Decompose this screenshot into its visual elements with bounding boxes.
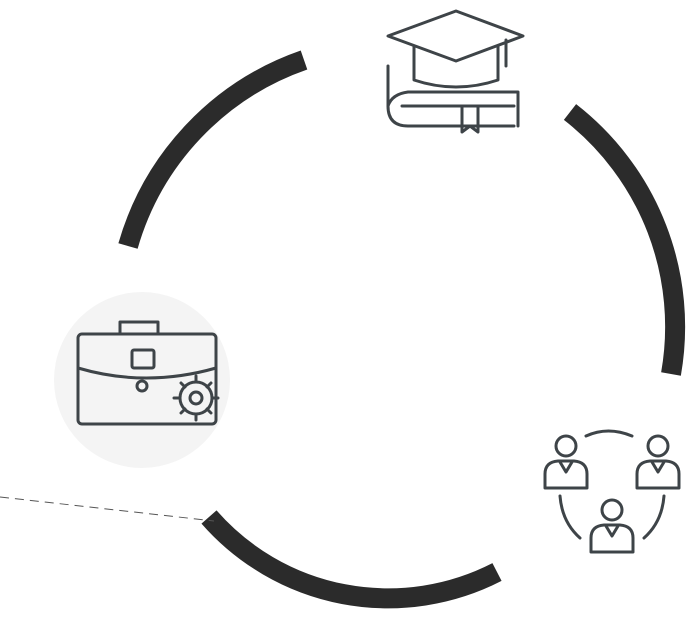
arc-segment-top-left xyxy=(118,50,308,249)
people-network-icon xyxy=(543,429,681,554)
briefcase-gear-icon xyxy=(76,320,220,426)
career-node xyxy=(54,292,230,468)
cycle-ring xyxy=(118,50,686,609)
graduation-cap-on-books-icon xyxy=(386,9,525,134)
arc-segment-right xyxy=(563,104,686,376)
dashed-leader-line xyxy=(0,496,215,522)
arc-segment-bottom xyxy=(201,510,502,609)
